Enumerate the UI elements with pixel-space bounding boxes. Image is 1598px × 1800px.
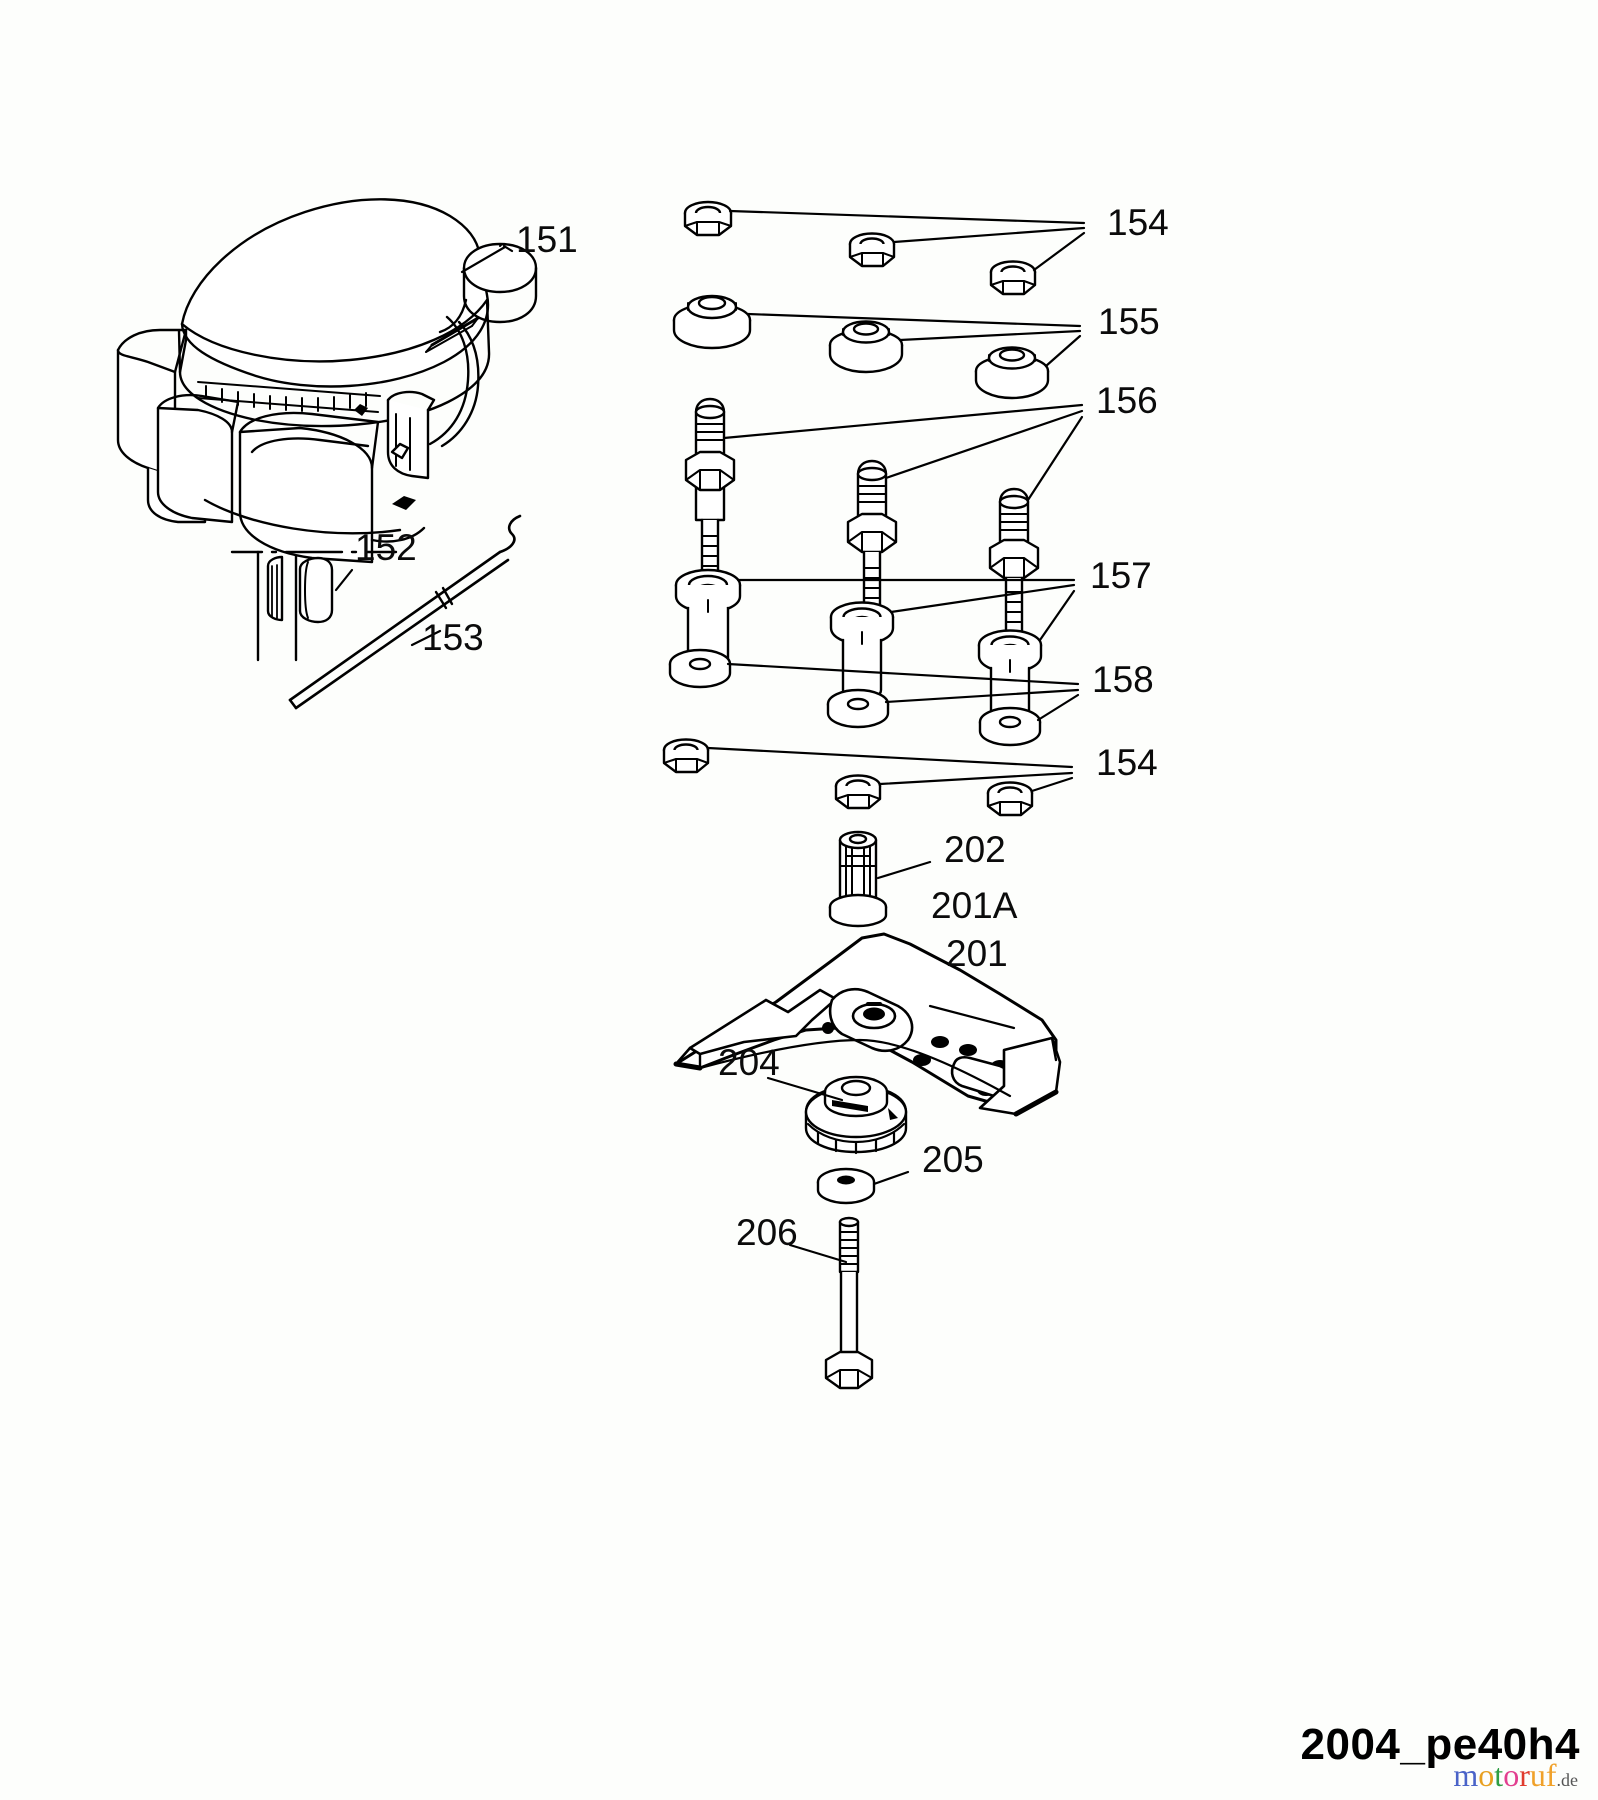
callout-201A: 201A	[931, 885, 1018, 926]
drawing-number: 2004_pe40h4	[1300, 1720, 1580, 1769]
callout-158: 158	[1092, 659, 1154, 700]
callout-154-top: 154	[1107, 202, 1169, 243]
watermark-suffix: .de	[1556, 1770, 1579, 1790]
callout-155: 155	[1098, 301, 1160, 342]
callout-201: 201	[946, 933, 1008, 974]
callout-151: 151	[516, 219, 578, 260]
blade-bolt-illustration	[824, 1216, 874, 1390]
crankshaft-key-illustration	[230, 550, 398, 662]
lock-nut-row-top	[683, 200, 1037, 296]
watermark-letter-u: u	[1529, 1757, 1546, 1793]
callout-202: 202	[944, 829, 1006, 870]
watermark-letter-f: f	[1545, 1757, 1557, 1793]
callout-153: 153	[422, 617, 484, 658]
motoruf-watermark: motoruf.de	[1453, 1757, 1578, 1794]
dipstick-rod-illustration	[288, 514, 522, 710]
blade-washer-illustration	[816, 1167, 876, 1205]
watermark-letter-o2: o	[1503, 1757, 1520, 1793]
callout-157: 157	[1090, 555, 1152, 596]
flat-washer-row	[668, 648, 1042, 747]
engine-assembly-illustration	[116, 198, 538, 564]
callout-labels: 151 152 153 154 155 156 157 158 154 202 …	[355, 202, 1169, 1253]
flanged-bushing-washer-row	[672, 294, 1050, 400]
watermark-letter-t: t	[1494, 1757, 1504, 1793]
callout-152: 152	[355, 527, 417, 568]
callout-205: 205	[922, 1139, 984, 1180]
lock-nut-row-bottom	[662, 738, 1034, 817]
blade-adapter-illustration	[828, 830, 888, 928]
watermark-letter-o1: o	[1478, 1757, 1495, 1793]
callout-206: 206	[736, 1212, 798, 1253]
callout-154-bottom: 154	[1096, 742, 1158, 783]
cutting-blade-illustration	[673, 932, 1062, 1117]
callout-156: 156	[1096, 380, 1158, 421]
watermark-letter-r: r	[1519, 1757, 1530, 1793]
callout-204: 204	[718, 1042, 780, 1083]
watermark-letter-m: m	[1453, 1757, 1479, 1793]
blade-boss-fan-illustration	[804, 1075, 908, 1155]
